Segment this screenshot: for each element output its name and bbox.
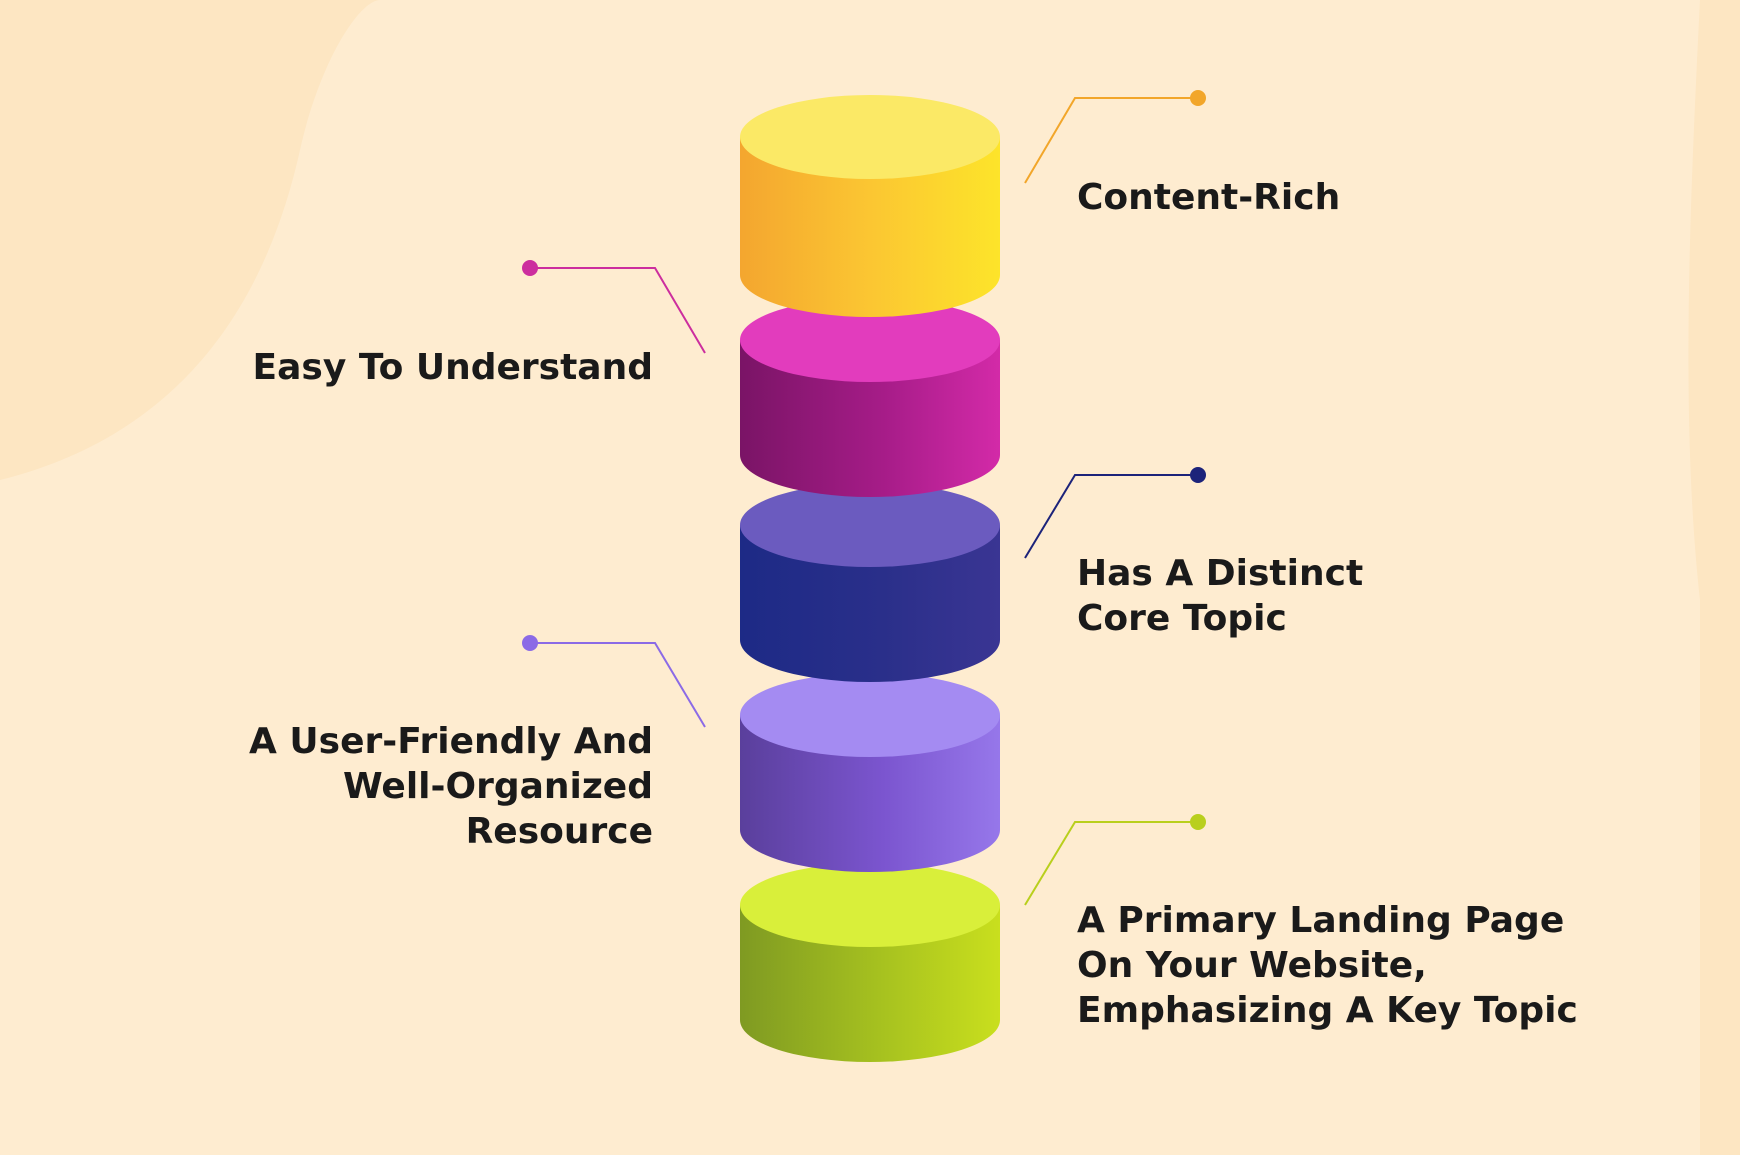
connector-dot-content-rich	[1190, 90, 1206, 106]
label-line: Emphasizing A Key Topic	[1077, 990, 1578, 1031]
connector-line-content-rich	[1024, 97, 1198, 184]
cylinder-violet	[740, 673, 1000, 872]
label-line: Well-Organized	[343, 766, 653, 807]
cylinder-green	[740, 863, 1000, 1062]
connector-dot-user-friendly	[522, 635, 538, 651]
connector-dot-primary-landing-page	[1190, 814, 1206, 830]
label-easy-to-understand: Easy To Understand	[253, 345, 653, 390]
label-primary-landing-page: A Primary Landing Page On Your Website, …	[1077, 898, 1578, 1033]
label-line: Has A Distinct	[1077, 553, 1364, 594]
label-line: A User-Friendly And	[249, 721, 653, 762]
connector-line-easy-to-understand	[530, 267, 706, 354]
connector-line-user-friendly	[530, 642, 706, 728]
cylinder-yellow	[740, 95, 1000, 317]
connector-line-primary-landing-page	[1024, 821, 1198, 906]
cylinder-magenta	[740, 298, 1000, 497]
label-distinct-core-topic: Has A Distinct Core Topic	[1077, 551, 1363, 641]
label-line: Core Topic	[1077, 598, 1287, 639]
label-line: A Primary Landing Page	[1077, 900, 1565, 941]
cylinder-navy	[740, 483, 1000, 682]
connector-dot-easy-to-understand	[522, 260, 538, 276]
label-content-rich: Content-Rich	[1077, 175, 1340, 220]
label-line: On Your Website,	[1077, 945, 1427, 986]
connector-line-distinct-core-topic	[1024, 474, 1198, 559]
label-line: Resource	[465, 811, 653, 852]
label-user-friendly: A User-Friendly And Well-Organized Resou…	[249, 719, 653, 854]
label-line: Easy To Understand	[252, 347, 653, 388]
label-line: Content-Rich	[1077, 177, 1341, 218]
connector-dot-distinct-core-topic	[1190, 467, 1206, 483]
